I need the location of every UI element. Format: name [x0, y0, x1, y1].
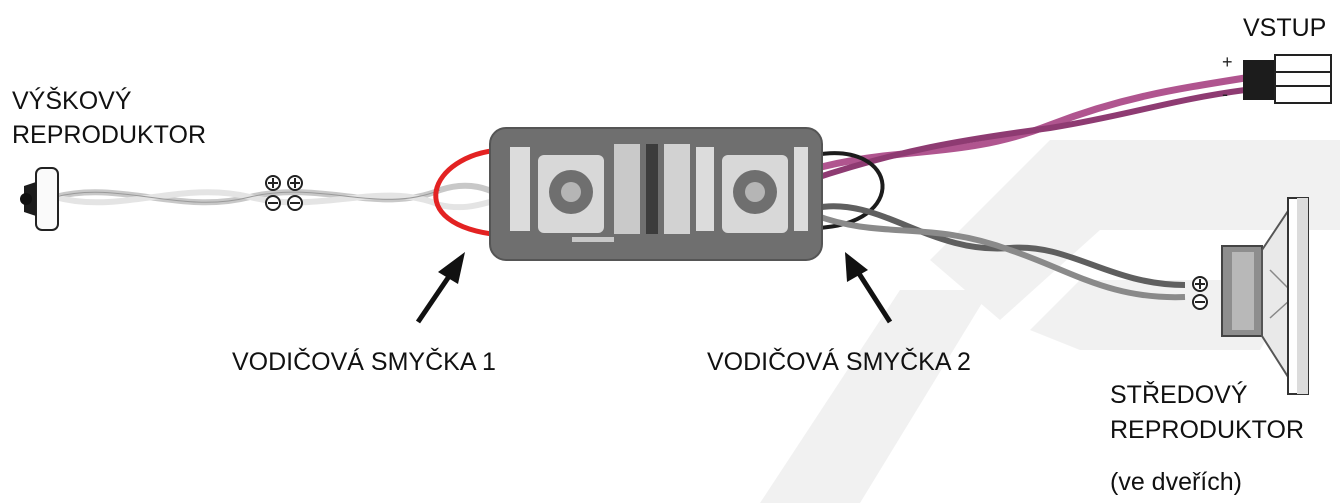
tweeter-polarity-markers: [265, 175, 303, 211]
midrange-polarity-markers: [1192, 276, 1208, 310]
midrange-label-line2: REPRODUKTOR: [1110, 416, 1305, 444]
crossover-box: [489, 127, 823, 261]
input-minus-sign: -: [1222, 84, 1228, 104]
midrange-speaker: [1221, 197, 1309, 395]
input-label: VSTUP: [1243, 14, 1327, 42]
wire-loop-1: [433, 147, 501, 238]
tweeter-label-line2: REPRODUKTOR: [12, 121, 207, 149]
tweeter-label-line1: VÝŠKOVÝ: [12, 87, 132, 115]
midrange-label-line1: STŘEDOVÝ: [1110, 381, 1248, 409]
midrange-location-note: (ve dveřích): [1110, 468, 1242, 496]
loop-2-label: VODIČOVÁ SMYČKA 2: [707, 348, 971, 376]
arrow-loop-2: [845, 252, 893, 324]
input-plus-sign: +: [1222, 52, 1233, 72]
arrow-loop-1: [415, 252, 465, 324]
tweeter-speaker: [20, 167, 59, 231]
loop-1-label: VODIČOVÁ SMYČKA 1: [232, 348, 496, 376]
input-connector: [1243, 54, 1332, 104]
input-cable: [809, 74, 1246, 183]
tweeter-cable: [54, 182, 502, 211]
midrange-cable: [813, 203, 1186, 301]
